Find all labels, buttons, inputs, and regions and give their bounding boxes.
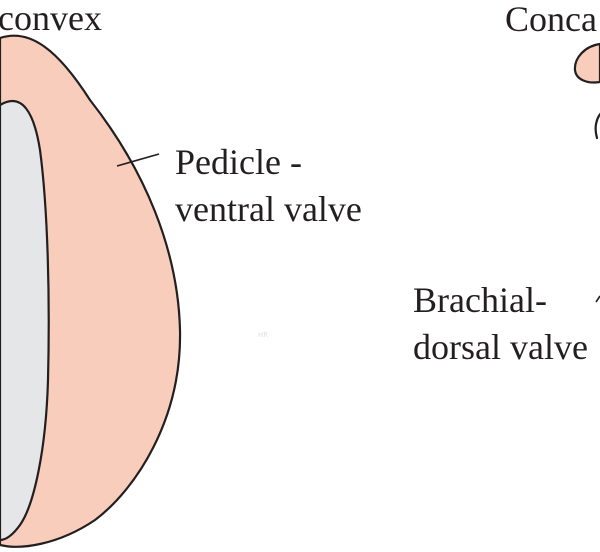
brachial-label: Brachial- <box>413 280 547 320</box>
brachial-leader-fragment <box>595 295 600 303</box>
concave-shell-outline <box>594 112 600 140</box>
ventral-valve-label: ventral valve <box>175 189 362 229</box>
pedicle-label: Pedicle - <box>175 142 302 182</box>
dorsal-valve-label: dorsal valve <box>413 327 588 367</box>
concave-shell-fragment <box>573 42 600 84</box>
convex-label: convex <box>0 0 102 38</box>
concave-label: Conca <box>505 0 597 39</box>
watermark: HR <box>258 331 269 339</box>
pedicle-leader-line <box>116 153 160 167</box>
inner-valve-shape <box>0 99 50 542</box>
